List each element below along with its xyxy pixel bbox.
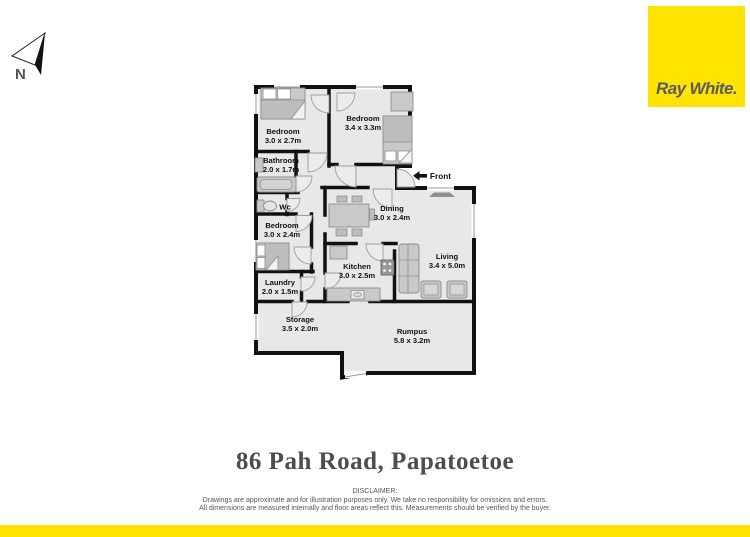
room-dims: 2.0 x 1.5m — [262, 287, 299, 296]
door-arcs — [286, 92, 416, 318]
front-arrow-icon — [413, 171, 427, 181]
room-dims: 3.4 x 5.0m — [429, 261, 466, 270]
room-bedroom-1: Bedroom 3.0 x 2.7m — [265, 127, 302, 145]
room-dims: 2.0 x 1.7m — [263, 165, 300, 174]
armchair-icon — [420, 280, 442, 299]
room-dims: 3.0 x 2.4m — [374, 213, 411, 222]
room-kitchen: Kitchen 3.0 x 2.5m — [339, 262, 376, 280]
dresser-icon — [390, 91, 414, 112]
room-name: Laundry — [265, 278, 296, 287]
room-labels: Bedroom 3.0 x 2.7m Bedroom 3.4 x 3.3m Ba… — [262, 114, 466, 345]
interior-walls — [254, 85, 476, 304]
room-rumpus: Rumpus 5.8 x 3.2m — [394, 327, 431, 345]
room-name: Dining — [380, 204, 404, 213]
room-living: Living 3.4 x 5.0m — [429, 252, 466, 270]
room-name: Rumpus — [397, 327, 427, 336]
bed-icon — [260, 87, 306, 120]
dining-table-icon — [328, 195, 375, 237]
ray-white-wordmark: Ray White. — [656, 79, 738, 98]
disclaimer-heading: DISCLAIMER: — [352, 488, 398, 495]
room-name: Kitchen — [343, 262, 371, 271]
vanity-icon — [254, 157, 264, 173]
counter-icon — [329, 245, 348, 260]
room-bedroom-3: Bedroom 3.0 x 2.4m — [264, 221, 301, 239]
front-entry-marker: Front — [413, 171, 451, 181]
toilet-icon — [256, 199, 277, 213]
windows — [253, 84, 477, 378]
room-name: Living — [436, 252, 459, 261]
bed-icon — [382, 115, 413, 165]
disclaimer-line-1: Drawings are approximate and for illustr… — [202, 496, 548, 504]
disclaimer: DISCLAIMER: Drawings are approximate and… — [0, 488, 750, 514]
room-dims: 3.0 x 2.5m — [339, 271, 376, 280]
stove-icon — [380, 259, 395, 276]
room-name: Bedroom — [266, 127, 300, 136]
tv-icon — [429, 192, 455, 197]
room-dims: 3.5 x 2.0m — [282, 324, 319, 333]
room-name: Bathroom — [263, 156, 299, 165]
room-bedroom-2: Bedroom 3.4 x 3.3m — [345, 114, 382, 132]
armchair-icon — [446, 280, 468, 299]
room-dims: 3.0 x 2.4m — [264, 230, 301, 239]
room-name: Wc — [279, 203, 290, 212]
sofa-icon — [398, 243, 420, 294]
room-name: Storage — [286, 315, 314, 324]
room-dims: 3.4 x 3.3m — [345, 123, 382, 132]
room-dims: 5.8 x 3.2m — [394, 336, 431, 345]
room-name: Bedroom — [346, 114, 380, 123]
room-bathroom: Bathroom 2.0 x 1.7m — [263, 156, 300, 174]
room-laundry: Laundry 2.0 x 1.5m — [262, 278, 299, 296]
compass-needle-blade — [35, 33, 45, 75]
disclaimer-line-2: All dimensions are measured internally a… — [199, 505, 551, 512]
north-compass-icon: N — [10, 31, 46, 83]
sink-bench-icon — [326, 287, 381, 302]
room-storage: Storage 3.5 x 2.0m — [282, 315, 319, 333]
room-dims: 3.0 x 2.7m — [265, 136, 302, 145]
room-name: Bedroom — [265, 221, 299, 230]
floor-plan: Front Bedroom 3.0 x 2.7m Bedroom 3.4 x 3… — [253, 84, 477, 380]
ray-white-logo: Ray White. — [648, 6, 745, 107]
furniture — [254, 87, 468, 302]
front-label: Front — [430, 172, 451, 181]
room-wc: Wc — [279, 203, 290, 212]
room-dining: Dining 3.0 x 2.4m — [374, 204, 411, 222]
address-title: 86 Pah Road, Papatoetoe — [235, 448, 515, 475]
bottom-yellow-bar — [0, 525, 750, 537]
bathtub-icon — [256, 176, 297, 193]
compass-north-label: N — [15, 66, 26, 83]
bed-icon — [255, 242, 290, 271]
